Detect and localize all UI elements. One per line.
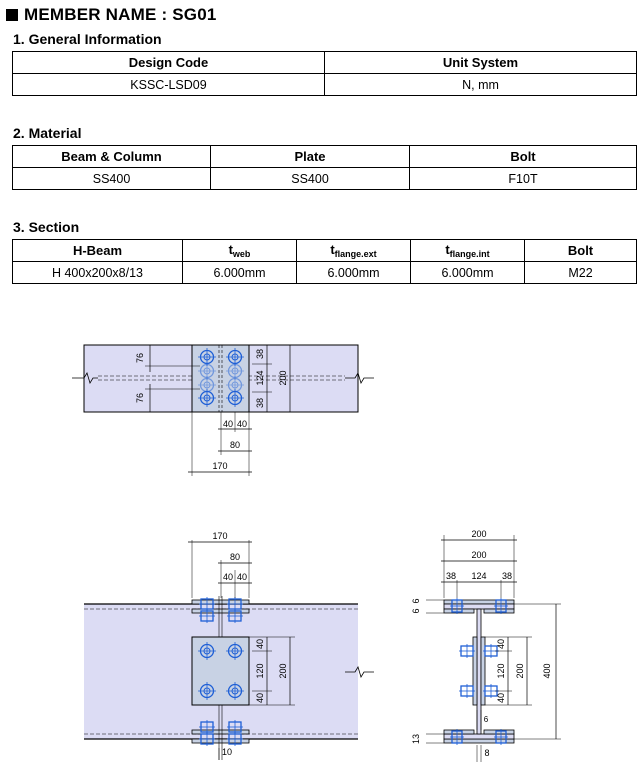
unit-system-header: Unit System <box>324 51 637 74</box>
dim-40-a: 40 <box>496 639 506 649</box>
general-info-table: Design Code Unit System KSSC-LSD09 N, mm <box>12 51 637 96</box>
dim-124: 124 <box>471 571 486 581</box>
page-title: MEMBER NAME : SG01 <box>6 4 217 26</box>
bolt-icon <box>458 683 476 699</box>
dim-200-b: 200 <box>471 550 486 560</box>
bolt-icon <box>198 608 216 624</box>
dim-76-bottom: 76 <box>135 393 145 403</box>
t-flange-int-value: 6.000mm <box>410 261 525 284</box>
section-table: H-Beam tweb tflange.ext tflange.int Bolt… <box>12 239 637 284</box>
dim-38-b: 38 <box>255 398 265 408</box>
dim-170: 170 <box>212 461 227 471</box>
dim-400: 400 <box>542 663 552 678</box>
dim-38-a: 38 <box>446 571 456 581</box>
top-view: 76 76 38 124 38 200 40 40 80 170 <box>72 344 374 476</box>
material-table: Beam & Column Plate Bolt SS400 SS400 F10… <box>12 145 637 190</box>
dim-10: 10 <box>222 747 232 757</box>
dim-40-a: 40 <box>223 419 233 429</box>
dim-76-top: 76 <box>135 353 145 363</box>
design-code-value: KSSC-LSD09 <box>12 73 325 96</box>
dim-120: 120 <box>496 663 506 678</box>
bolt-icon <box>458 643 476 659</box>
bolt-icon <box>198 596 216 612</box>
dim-120: 120 <box>255 663 265 678</box>
dim-40-c: 40 <box>255 639 265 649</box>
dim-80: 80 <box>230 440 240 450</box>
dim-6-web: 6 <box>484 715 489 724</box>
dim-200: 200 <box>278 370 288 385</box>
dim-6-a: 6 <box>411 598 421 603</box>
front-view: 170 80 40 40 40 120 40 200 10 <box>84 531 374 760</box>
bolt-value: F10T <box>409 167 637 190</box>
bolt-icon <box>493 597 509 615</box>
t-flange-ext-value: 6.000mm <box>296 261 411 284</box>
title-square-icon <box>6 9 18 21</box>
dim-40-b: 40 <box>496 693 506 703</box>
dim-13: 13 <box>411 734 421 744</box>
table-row: H 400x200x8/13 6.000mm 6.000mm 6.000mm M… <box>12 261 637 284</box>
dim-200-a: 200 <box>471 529 486 539</box>
dim-200: 200 <box>278 663 288 678</box>
h-beam-value: H 400x200x8/13 <box>12 261 183 284</box>
dim-124: 124 <box>255 370 265 385</box>
bolt-icon <box>198 731 216 747</box>
h-beam-header: H-Beam <box>12 239 183 262</box>
dim-8: 8 <box>484 748 489 758</box>
table-row: KSSC-LSD09 N, mm <box>12 73 637 96</box>
dim-170: 170 <box>212 531 227 541</box>
table-row: SS400 SS400 F10T <box>12 167 637 190</box>
material-heading: 2. Material <box>13 125 82 141</box>
table-header-row: H-Beam tweb tflange.ext tflange.int Bolt <box>12 239 637 262</box>
section-heading: 3. Section <box>13 219 80 235</box>
member-name-title: MEMBER NAME : SG01 <box>24 5 217 24</box>
beam-column-value: SS400 <box>12 167 211 190</box>
dim-40-b: 40 <box>237 572 247 582</box>
dim-40-b: 40 <box>237 419 247 429</box>
dim-200-c: 200 <box>515 663 525 678</box>
t-flange-int-header: tflange.int <box>410 239 525 262</box>
table-header-row: Beam & Column Plate Bolt <box>12 145 637 168</box>
plate-value: SS400 <box>210 167 410 190</box>
table-header-row: Design Code Unit System <box>12 51 637 74</box>
side-view: 200 200 38 124 38 6 6 13 <box>411 529 561 762</box>
dim-38-b: 38 <box>502 571 512 581</box>
t-web-value: 6.000mm <box>182 261 297 284</box>
general-info-heading: 1. General Information <box>13 31 162 47</box>
unit-system-value: N, mm <box>324 73 637 96</box>
bolt-icon <box>226 731 244 747</box>
dim-38-a: 38 <box>255 349 265 359</box>
dim-40-a: 40 <box>223 572 233 582</box>
dim-80: 80 <box>230 552 240 562</box>
bolt-icon <box>449 728 465 746</box>
bolt-icon <box>449 597 465 615</box>
bolt-header: Bolt <box>409 145 637 168</box>
dim-40-d: 40 <box>255 693 265 703</box>
bolt-size-value: M22 <box>524 261 637 284</box>
bolt-icon <box>226 596 244 612</box>
bolt-icon <box>198 719 216 735</box>
bolt-icon <box>226 608 244 624</box>
dim-6-b: 6 <box>411 608 421 613</box>
bolt-icon <box>493 728 509 746</box>
bolt-icon <box>226 719 244 735</box>
